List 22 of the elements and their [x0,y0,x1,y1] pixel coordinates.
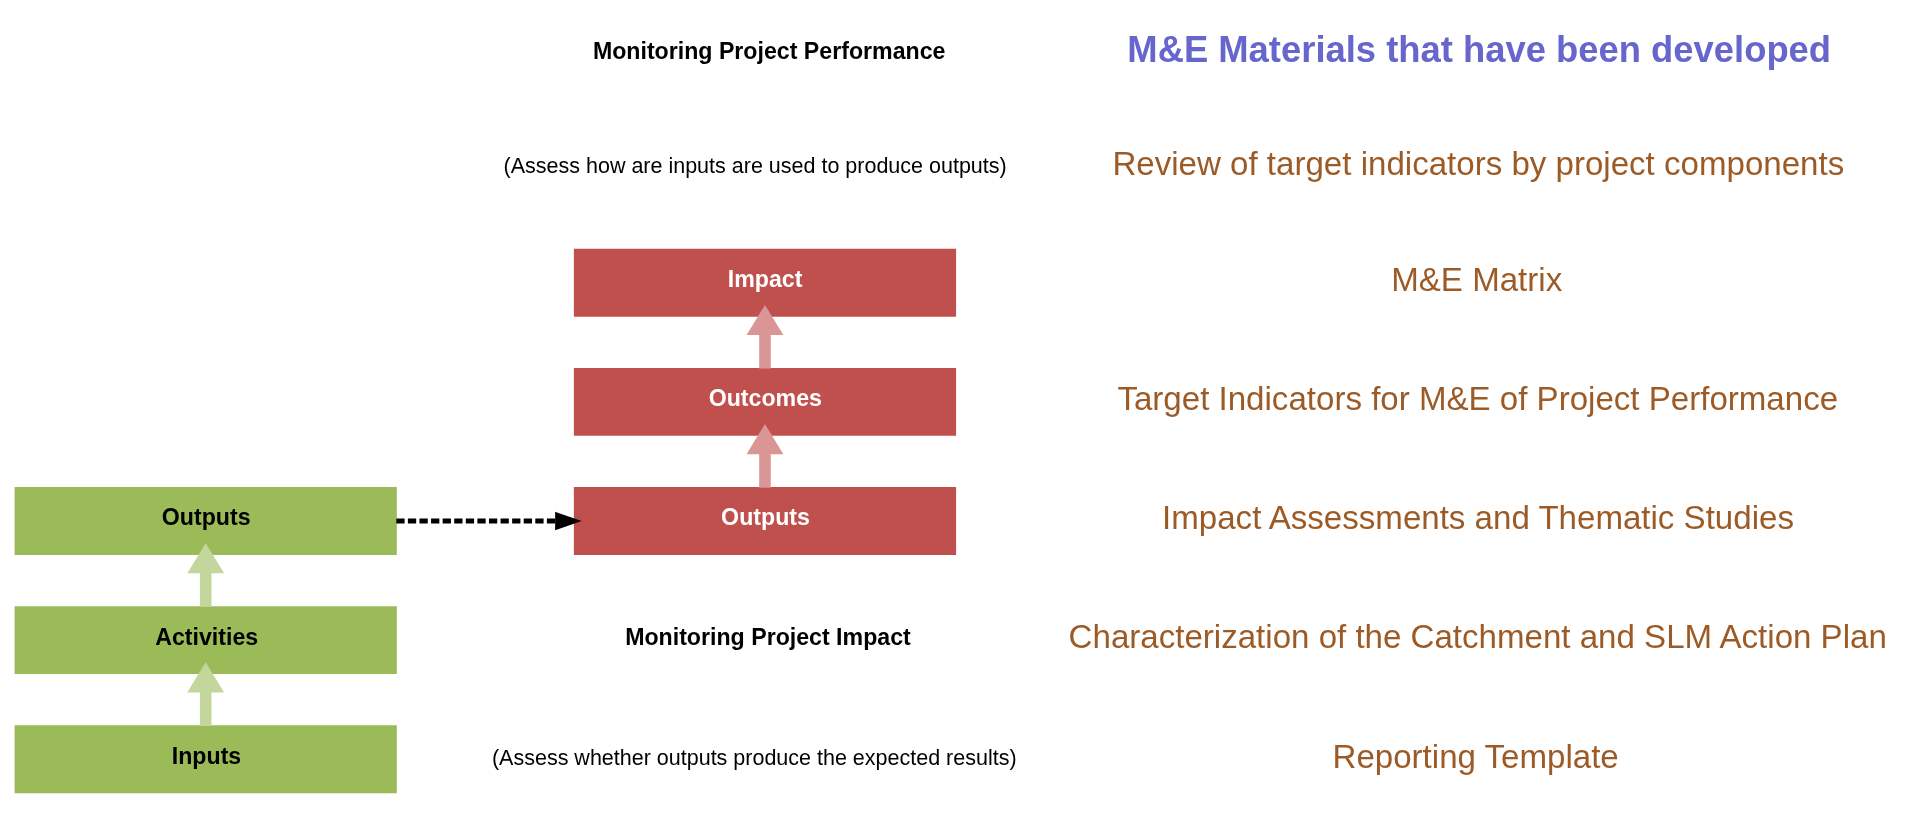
label: Monitoring Project Impact [625,623,911,650]
arrow [396,511,582,531]
label: (Assess how are inputs are used to produce outputs) [503,153,1007,178]
label: M&E Materials that have been developed [1127,29,1832,71]
node-box: Activities [14,606,397,675]
label: (Assess whether outputs produce the expected results) [491,745,1017,770]
arrow [187,543,225,607]
arrow [746,304,784,369]
label: Review of target indicators by project components [1112,145,1845,183]
label: Reporting Template [1332,737,1619,775]
label: Monitoring Project Performance [592,37,946,64]
node-box: Outputs [573,487,957,555]
arrow [746,424,784,488]
node-box: Impact [573,248,957,317]
node-box: Inputs [14,725,397,794]
label: Impact Assessments and Thematic Studies [1162,499,1794,537]
arrow [187,662,225,726]
label: Characterization of the Catchment and SLM Action Plan [1068,618,1887,656]
label: M&E Matrix [1391,261,1563,299]
label: Target Indicators for M&E of Project Performance [1117,380,1839,418]
node-box: Outcomes [573,367,957,436]
node-box: Outputs [14,487,397,555]
